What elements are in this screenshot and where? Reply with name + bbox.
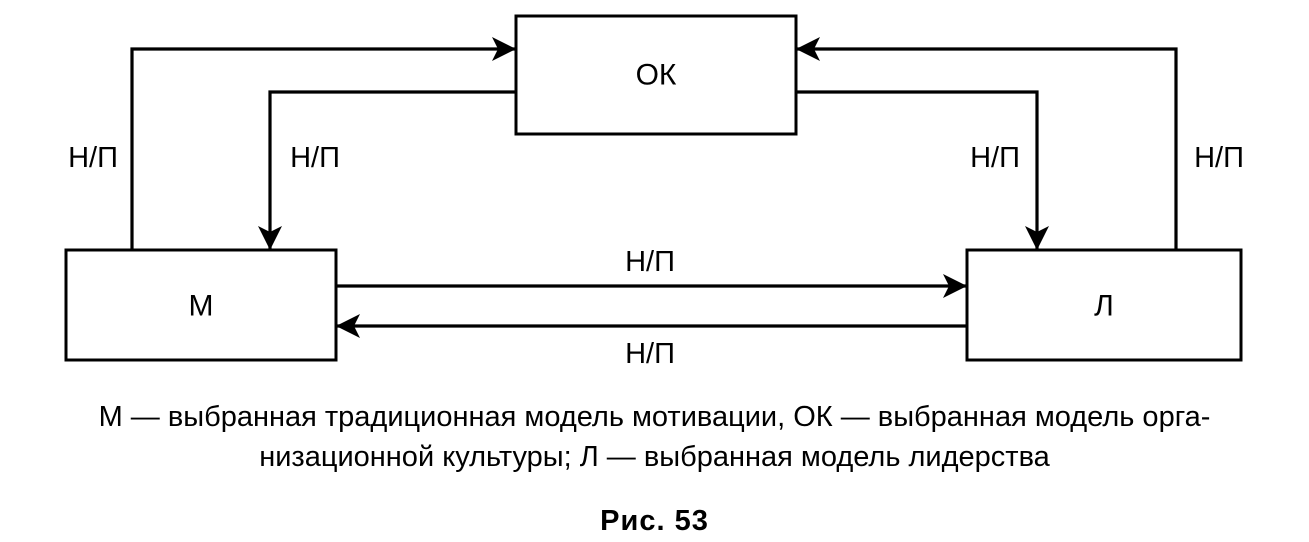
caption-line-1: М — выбранная традиционная модель мотива…: [98, 401, 1211, 433]
edge-label-m-to-ok: Н/П: [68, 142, 118, 174]
node-m: М: [64, 248, 338, 362]
edge-label-l-to-ok: Н/П: [1194, 142, 1244, 174]
edge-label-l-to-m: Н/П: [625, 338, 675, 370]
edge-l-to-ok: [796, 37, 1178, 250]
node-ok: ОК: [514, 14, 798, 136]
edge-m-to-ok: [130, 37, 516, 250]
node-l-label: Л: [1094, 290, 1114, 323]
figure-number: Рис. 53: [600, 505, 709, 537]
node-m-box: [64, 248, 338, 362]
edge-ok-to-l: [796, 90, 1049, 250]
node-ok-box: [514, 14, 798, 136]
node-l: Л: [965, 248, 1243, 362]
edge-label-ok-to-m: Н/П: [290, 142, 340, 174]
node-l-box: [965, 248, 1243, 362]
connectors: [130, 37, 1178, 338]
edge-label-ok-to-l: Н/П: [970, 142, 1020, 174]
edge-ok-to-m: [258, 90, 516, 250]
node-m-label: М: [189, 290, 214, 323]
diagram: ОК М Л Н/П Н/П Н/П Н/П Н/П Н/П: [64, 14, 1244, 370]
caption-line-2: низационной культуры; Л — выбранная моде…: [259, 441, 1050, 473]
edge-labels: Н/П Н/П Н/П Н/П Н/П Н/П: [68, 142, 1244, 370]
edge-label-m-to-l: Н/П: [625, 246, 675, 278]
node-ok-label: ОК: [636, 59, 677, 92]
